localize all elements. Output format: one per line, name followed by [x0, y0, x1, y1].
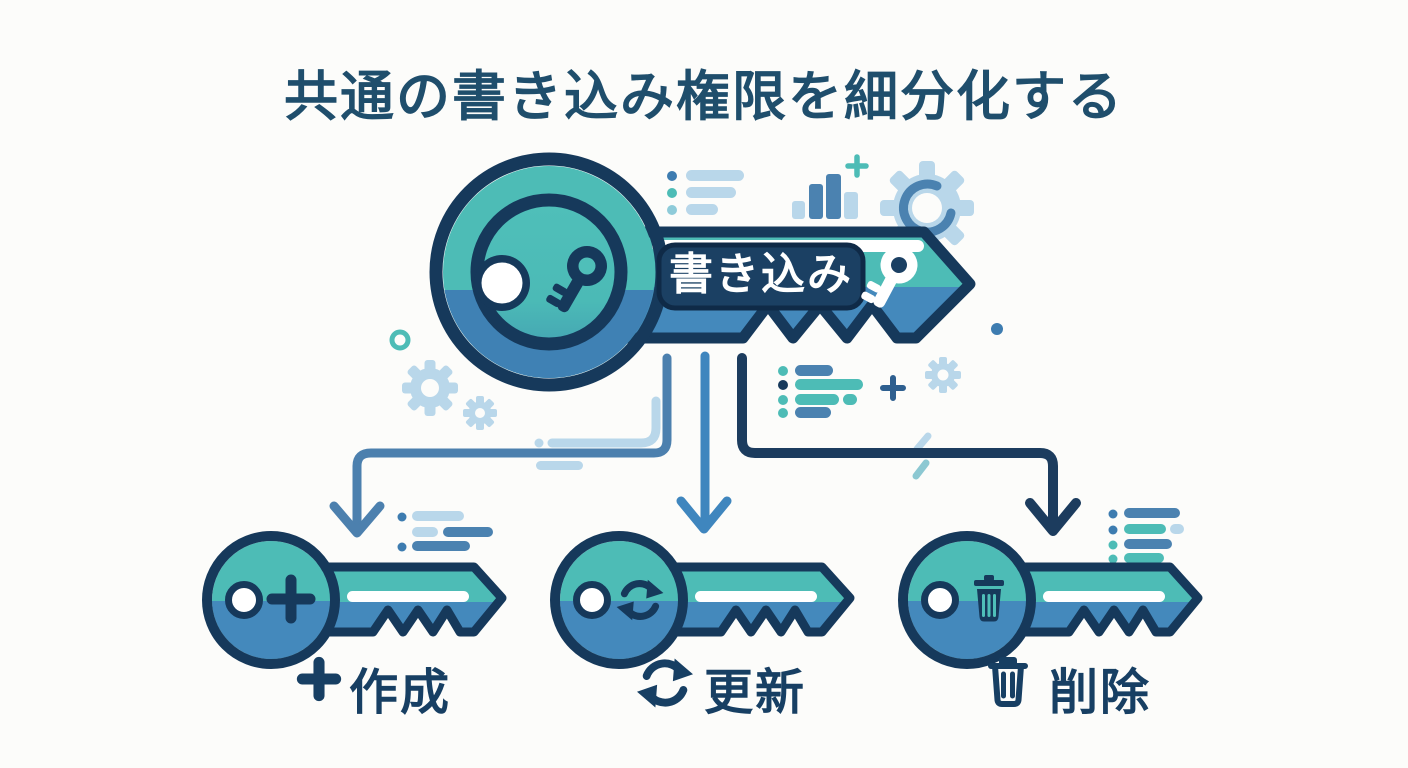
trash-icon — [988, 657, 1028, 707]
label-create-text: 作成 — [348, 665, 451, 720]
child-key-create — [207, 536, 521, 664]
refresh-icon — [637, 658, 693, 708]
refresh-icon — [616, 579, 664, 621]
plus-icon — [845, 154, 869, 178]
arrow-update — [676, 351, 732, 534]
list-icon — [1108, 508, 1184, 564]
key-head — [429, 152, 669, 392]
write-label-panel — [656, 242, 866, 311]
label-delete: 削除 — [982, 655, 1218, 721]
parent-key-label: 書き込み — [669, 250, 853, 299]
sparkle-dashes — [912, 432, 932, 480]
list-icon — [397, 511, 493, 552]
plus-icon — [296, 656, 342, 702]
plus-icon — [880, 375, 906, 401]
label-update: 更新 — [637, 655, 873, 721]
ring-icon — [389, 329, 411, 351]
white-key-icon — [861, 246, 918, 308]
echo-line — [534, 396, 661, 470]
list-icon — [778, 365, 863, 418]
label-delete-text: 削除 — [1048, 665, 1151, 720]
gear-icon — [925, 357, 961, 393]
gear-icon — [402, 360, 458, 416]
parent-key — [429, 152, 976, 392]
child-key-delete — [903, 536, 1217, 664]
arrowhead — [676, 496, 732, 534]
dot — [991, 323, 1003, 335]
arrow-delete — [737, 353, 1081, 536]
arrowhead — [1025, 498, 1081, 536]
label-update-text: 更新 — [703, 665, 806, 720]
plus-icon — [266, 574, 316, 624]
key-glyph-icon — [546, 246, 607, 313]
page-title: 共通の書き込み権限を細分化する — [284, 67, 1124, 127]
arrowhead — [329, 501, 385, 538]
trash-icon — [974, 575, 1004, 622]
arrow-create — [329, 353, 672, 538]
list-icon — [667, 170, 744, 215]
label-create: 作成 — [295, 655, 505, 721]
gear-icon — [463, 396, 497, 430]
child-key-update — [555, 536, 869, 664]
bar-chart-icon — [792, 154, 869, 219]
